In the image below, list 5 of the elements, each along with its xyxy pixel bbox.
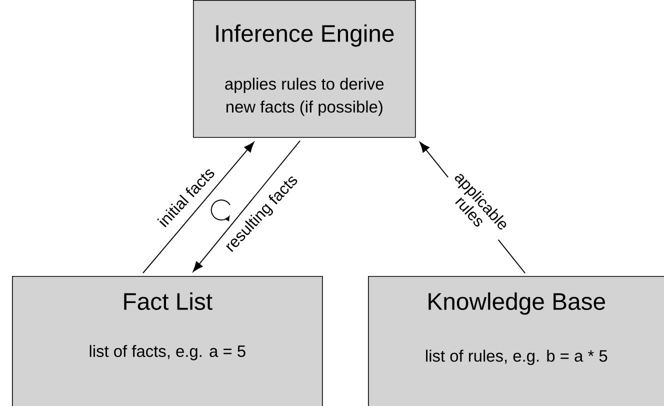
process-box: Knowledge Base list of rules, e.g. b = a * 5 bbox=[368, 276, 664, 406]
process-box: Fact List list of facts, e.g. a = 5 bbox=[12, 276, 323, 406]
process-box: Inference Engine applies rules to derive new facts (if possible) bbox=[193, 0, 416, 138]
arrow bbox=[192, 140, 300, 272]
arrow bbox=[142, 142, 254, 274]
